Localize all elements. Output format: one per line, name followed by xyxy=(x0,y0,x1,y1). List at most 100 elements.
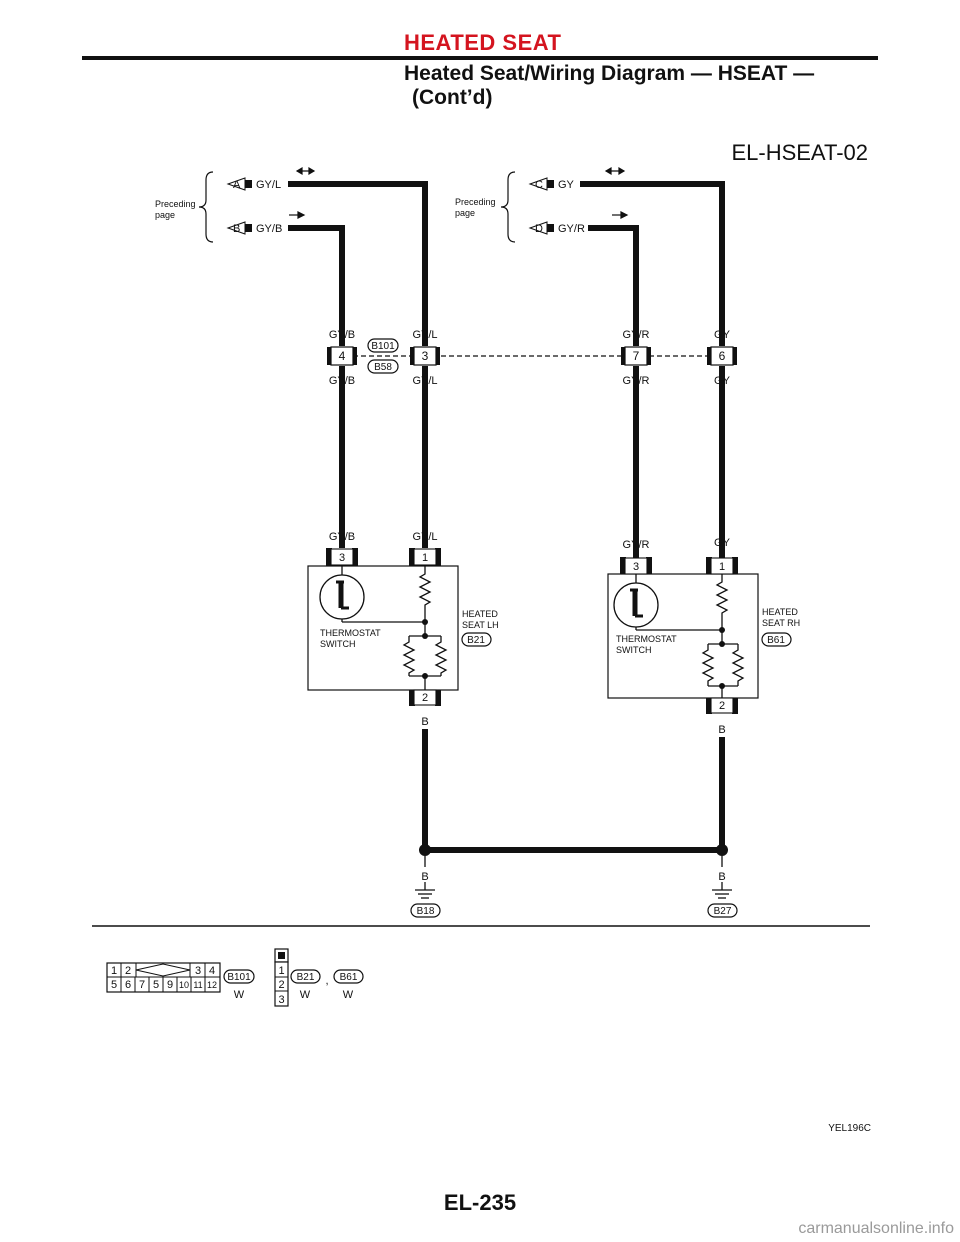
ref-b[interactable]: B GY/B xyxy=(226,221,282,235)
pin-number: 11 xyxy=(193,980,202,990)
seat-lh-wire-left: GY/B xyxy=(329,531,355,543)
seat-rh-pin-2[interactable]: 2 xyxy=(706,697,738,714)
thermostat-switch-label: THERMOSTAT xyxy=(320,628,381,638)
connector-tag-label: B58 xyxy=(374,362,392,373)
pin-number: 2 xyxy=(422,692,428,704)
connector-tag-label: B101 xyxy=(371,341,395,352)
ground-wire-label: B xyxy=(718,871,725,883)
ref-c[interactable]: C GY xyxy=(528,177,575,191)
connector-tag-label: B18 xyxy=(417,906,435,917)
diagram-id: EL-HSEAT-02 xyxy=(731,140,868,165)
wire-gy-r-top xyxy=(588,225,639,346)
pin-number: 9 xyxy=(167,979,173,991)
thermostat-switch-label: THERMOSTAT xyxy=(616,634,677,644)
joint-pin[interactable]: 4 xyxy=(327,346,357,366)
ref-a-letter: A xyxy=(233,179,241,191)
preceding-page-label: page xyxy=(155,210,175,220)
seat-rh-name: HEATED xyxy=(762,607,798,617)
seat-rh-name: SEAT RH xyxy=(762,618,800,628)
pin-number: 10 xyxy=(179,980,189,990)
ref-d[interactable]: D GY/R xyxy=(528,221,585,235)
connector-tag-label: B27 xyxy=(714,906,732,917)
ref-d-color: GY/R xyxy=(558,223,585,235)
preceding-page-right: Preceding page xyxy=(455,171,516,243)
connector-tag-label: B21 xyxy=(297,972,315,983)
connector-tag-b21[interactable]: B21 xyxy=(461,632,492,647)
seat-rh-pin-3[interactable]: 3 xyxy=(620,557,652,575)
preceding-page-left: Preceding page xyxy=(155,171,214,243)
ref-a-color: GY/L xyxy=(256,179,281,191)
thermostat-switch-label: SWITCH xyxy=(320,639,356,649)
connector-tag-b58[interactable]: B58 xyxy=(367,359,399,374)
ref-d-letter: D xyxy=(535,223,543,235)
pin-number: 12 xyxy=(207,980,217,990)
seat-lh-pin-2[interactable]: 2 xyxy=(409,689,441,706)
pin-number: 2 xyxy=(278,979,284,991)
seat-rh-circuit xyxy=(613,574,745,698)
joint-pin[interactable]: 3 xyxy=(410,346,440,366)
joint-pin-number: 4 xyxy=(339,349,346,363)
wire-bundle-top xyxy=(288,181,725,346)
ref-b-color: GY/B xyxy=(256,223,282,235)
connector-separator: , xyxy=(325,975,328,987)
pin-number: 1 xyxy=(278,965,284,977)
ground-icon xyxy=(712,889,732,899)
connector-tag-label: B61 xyxy=(340,972,358,983)
ground-wire-label: B xyxy=(421,871,428,883)
ref-c-color: GY xyxy=(558,179,575,191)
wire-gy-top xyxy=(580,181,725,346)
joint-label-top: GY xyxy=(714,329,731,341)
joint-pin-number: 6 xyxy=(719,349,726,363)
joint-pin[interactable]: 6 xyxy=(707,346,737,366)
preceding-page-label: Preceding xyxy=(155,199,196,209)
preceding-page-label: Preceding xyxy=(455,197,496,207)
joint-label-top: GY/L xyxy=(412,329,437,341)
ground-b18[interactable]: B B18 xyxy=(410,871,441,918)
pin-number: 3 xyxy=(278,994,284,1006)
thermostat-switch-label: SWITCH xyxy=(616,645,652,655)
pin-number: 3 xyxy=(633,561,639,573)
joint-pin-number: 3 xyxy=(422,349,429,363)
connector-face-seat[interactable]: 1 2 3 B21 , B61 W W xyxy=(274,948,364,1007)
seat-rh-wire-bottom: B xyxy=(718,724,725,736)
wire-gy-l-top xyxy=(288,181,428,346)
ground-b27[interactable]: B B27 xyxy=(707,871,738,918)
seat-rh-wire-left: GY/R xyxy=(623,539,650,551)
seat-rh-pin-1[interactable]: 1 xyxy=(706,557,738,575)
ground-wiring xyxy=(422,729,725,853)
ground-wire-thin xyxy=(424,856,723,890)
connector-color: W xyxy=(343,989,354,1001)
seat-lh-name: SEAT LH xyxy=(462,620,499,630)
seat-lh-name: HEATED xyxy=(462,609,498,619)
heated-seat-lh: GY/B GY/L 3 1 2 xyxy=(307,531,499,728)
pin-number: 7 xyxy=(139,979,145,991)
page-title: Heated Seat/Wiring Diagram — HSEAT — (Co… xyxy=(404,62,884,110)
figure-code: YEL196C xyxy=(828,1123,871,1134)
joint-pin-number: 7 xyxy=(633,349,640,363)
ref-c-letter: C xyxy=(535,179,543,191)
pin-number: 4 xyxy=(209,965,215,977)
pin-number: 3 xyxy=(195,965,201,977)
joint-wire-labels: GY/B GY/L GY/R GY GY/B GY/L GY/R GY xyxy=(329,329,731,387)
watermark: carmanualsonline.info xyxy=(798,1220,954,1237)
seat-lh-pin-3[interactable]: 3 xyxy=(326,548,358,566)
pin-number: 1 xyxy=(111,965,117,977)
connector-face-b101[interactable]: 1 2 3 4 5 6 7 5 9 10 11 12 B101 W xyxy=(106,962,255,1001)
pin-number: 6 xyxy=(125,979,131,991)
section-title: HEATED SEAT xyxy=(404,30,562,55)
connector-tag-b101[interactable]: B101 xyxy=(367,338,399,353)
header-rule xyxy=(82,56,878,60)
joint-pin[interactable]: 7 xyxy=(621,346,651,366)
connector-tag-label: B21 xyxy=(467,635,485,646)
connector-tag-b61[interactable]: B61 xyxy=(761,632,792,647)
page-title-line1: Heated Seat/Wiring Diagram — HSEAT — xyxy=(404,62,815,85)
pin-number: 1 xyxy=(719,561,725,573)
page-number: EL-235 xyxy=(443,1190,517,1215)
ref-a[interactable]: A GY/L xyxy=(226,177,281,191)
seat-lh-pin-1[interactable]: 1 xyxy=(409,548,441,566)
pin-number: 5 xyxy=(111,979,117,991)
joint-label-top: GY/R xyxy=(623,329,650,341)
wire-bundle-middle xyxy=(339,366,725,558)
seat-lh-wire-right: GY/L xyxy=(412,531,437,543)
